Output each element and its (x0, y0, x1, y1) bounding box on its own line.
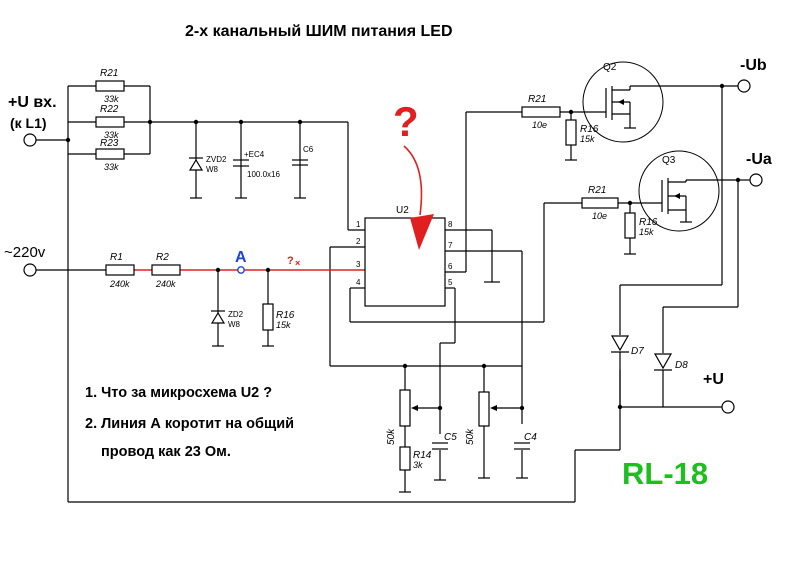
svg-text:8: 8 (448, 220, 453, 229)
svg-text:6: 6 (448, 262, 453, 271)
capacitor-c5: C5 (432, 432, 457, 450)
terminal-input-ac-label: ~220v (4, 244, 46, 261)
terminal-input-plus: +U вх. (к L1) (8, 94, 57, 147)
terminal-out-plus: +U (703, 371, 735, 414)
svg-text:R16: R16 (276, 310, 295, 321)
svg-text:50k: 50k (386, 428, 397, 445)
svg-text:?: ? (287, 255, 294, 267)
svg-text:R22: R22 (100, 104, 119, 115)
terminal-input-plus-label: +U вх. (8, 94, 57, 111)
terminal-out-ub-label: -Ub (740, 57, 767, 74)
svg-text:R2: R2 (156, 252, 169, 263)
svg-text:R1: R1 (110, 252, 123, 263)
node-a-marker: A (235, 249, 247, 274)
svg-text:7: 7 (448, 241, 453, 250)
svg-text:ZVD2: ZVD2 (206, 155, 227, 164)
svg-text:33k: 33k (104, 94, 119, 104)
resistor-r23-input: R23 33k (95, 138, 125, 172)
svg-text:D7: D7 (631, 346, 644, 357)
svg-text:15k: 15k (276, 320, 291, 330)
svg-text:A: A (235, 249, 247, 266)
svg-text:33k: 33k (104, 162, 119, 172)
resistor-r16-q2: R16 15k (565, 119, 599, 146)
svg-text:100.0x16: 100.0x16 (247, 170, 280, 179)
svg-text:?: ? (393, 98, 419, 145)
svg-text:C6: C6 (303, 145, 314, 154)
svg-text:Q2: Q2 (603, 62, 617, 73)
resistor-r21-gate-q2: R21 10e (521, 94, 561, 130)
diode-d7: D7 (610, 335, 644, 357)
svg-text:R14: R14 (413, 450, 432, 461)
svg-text:R16: R16 (639, 217, 658, 228)
potentiometer-right: 50k (465, 391, 497, 445)
mosfet-q3: Q3 (638, 150, 720, 232)
svg-text:R21: R21 (100, 68, 118, 79)
terminal-out-plus-label: +U (703, 371, 724, 388)
svg-text:10e: 10e (532, 120, 547, 130)
notes-block: 1. Что за микросхема U2 ? 2. Линия А кор… (85, 385, 294, 460)
watermark-rl18: RL-18 (622, 456, 708, 491)
terminal-out-ub: -Ub (737, 57, 767, 93)
svg-text:240k: 240k (109, 279, 130, 289)
resistor-r16-line-a: R16 15k (262, 303, 295, 331)
svg-text:Q3: Q3 (662, 155, 676, 166)
question-arrow-annotation: ? (393, 98, 434, 250)
svg-text:U2: U2 (396, 205, 409, 216)
svg-text:W8: W8 (228, 320, 241, 329)
svg-text:5: 5 (448, 278, 453, 287)
diagram-title: 2-х канальный ШИМ питания LED (185, 23, 453, 40)
resistor-r1: R1 240k (105, 252, 135, 289)
svg-text:15k: 15k (580, 134, 595, 144)
potentiometer-left: 50k (386, 389, 418, 445)
capacitor-ec4: +EC4 100.0x16 (233, 150, 280, 179)
svg-text:4: 4 (356, 278, 361, 287)
svg-text:R23: R23 (100, 138, 119, 149)
svg-text:×: × (295, 258, 300, 268)
svg-text:+EC4: +EC4 (244, 150, 265, 159)
resistor-r21-gate-q3: R21 10e (581, 185, 619, 221)
svg-text:15k: 15k (639, 227, 654, 237)
junction-dots (65, 83, 741, 411)
svg-text:R21: R21 (528, 94, 546, 105)
svg-text:50k: 50k (465, 428, 476, 445)
svg-text:C5: C5 (444, 432, 457, 443)
resistor-r2: R2 240k (151, 252, 181, 289)
diode-d8: D8 (653, 353, 688, 371)
terminal-out-ua-label: -Ua (746, 151, 772, 168)
svg-text:10e: 10e (592, 211, 607, 221)
terminal-input-ac: ~220v (4, 244, 46, 277)
svg-text:33k: 33k (104, 130, 119, 140)
mosfet-q2: Q2 (582, 61, 664, 143)
zener-zd2: ZD2 W8 (210, 310, 244, 329)
resistor-r22-input: R22 33k (95, 104, 125, 140)
svg-text:R21: R21 (588, 185, 606, 196)
resistor-r21-input: R21 33k (95, 68, 125, 104)
svg-text:3k: 3k (413, 460, 423, 470)
zener-zvd2: ZVD2 W8 (188, 155, 227, 174)
note-line-1: 1. Что за микросхема U2 ? (85, 385, 272, 401)
note-line-3: провод как 23 Ом. (101, 444, 231, 460)
svg-text:1: 1 (356, 220, 361, 229)
svg-text:W8: W8 (206, 165, 219, 174)
svg-text:3: 3 (356, 260, 361, 269)
svg-text:2: 2 (356, 237, 361, 246)
svg-text:C4: C4 (524, 432, 537, 443)
terminal-out-ua: -Ua (738, 151, 772, 187)
terminal-input-plus-sublabel: (к L1) (10, 115, 47, 131)
svg-text:ZD2: ZD2 (228, 310, 244, 319)
note-line-2: 2. Линия А коротит на общий (85, 416, 294, 432)
ic-u2: U2 1 2 3 4 8 7 6 5 (356, 205, 453, 307)
capacitor-c6: C6 (292, 145, 314, 166)
resistor-r14: R14 3k (399, 446, 432, 471)
ground-stubs (190, 127, 692, 493)
small-question-marker: ? × (287, 255, 300, 268)
svg-text:240k: 240k (155, 279, 176, 289)
resistor-r16-q3: R16 15k (624, 212, 658, 239)
capacitor-c4: C4 (514, 432, 537, 450)
svg-text:R16: R16 (580, 124, 599, 135)
svg-text:D8: D8 (675, 360, 688, 371)
